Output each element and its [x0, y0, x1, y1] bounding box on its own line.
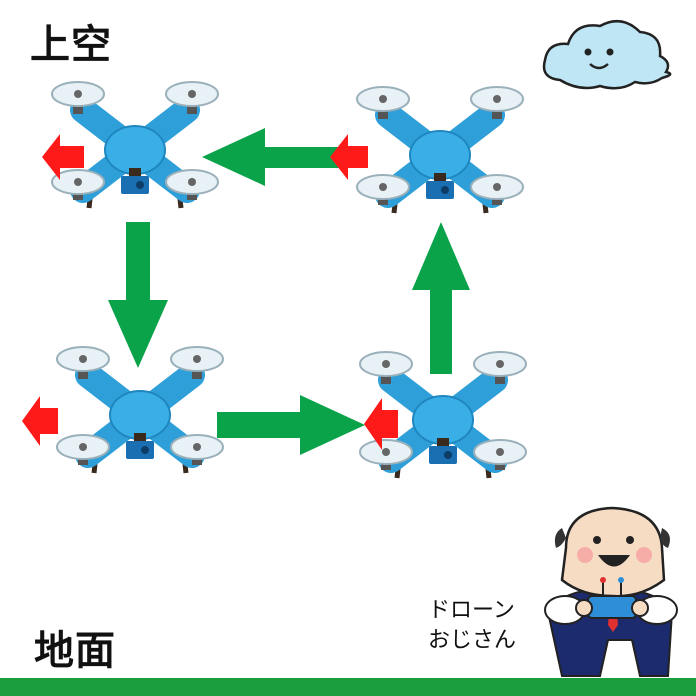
motion-arrow-top-right	[330, 134, 368, 180]
path-arrow-left	[202, 128, 340, 186]
operator-label-line2: おじさん	[428, 628, 517, 653]
motion-arrows	[22, 134, 398, 450]
ground-label: 地面	[34, 628, 116, 674]
motion-arrow-top-left	[42, 134, 84, 180]
path-arrow-down	[108, 222, 168, 368]
cloud-face-icon	[542, 19, 672, 90]
path-arrows	[108, 128, 470, 455]
drone-top-left	[52, 82, 218, 208]
path-arrow-right	[217, 395, 365, 455]
drone-operator-man-icon	[544, 506, 678, 677]
motion-arrow-bottom-left	[22, 396, 58, 446]
drone-top-right	[357, 87, 523, 213]
operator-label: ドローン おじさん	[428, 596, 516, 656]
operator-label-line1: ドローン	[428, 598, 515, 623]
path-arrow-up	[412, 222, 470, 374]
ground-bar	[0, 678, 696, 696]
motion-arrow-bottom-right	[364, 398, 398, 450]
sky-label: 上空	[30, 22, 112, 68]
drone-bottom-left	[57, 347, 223, 473]
